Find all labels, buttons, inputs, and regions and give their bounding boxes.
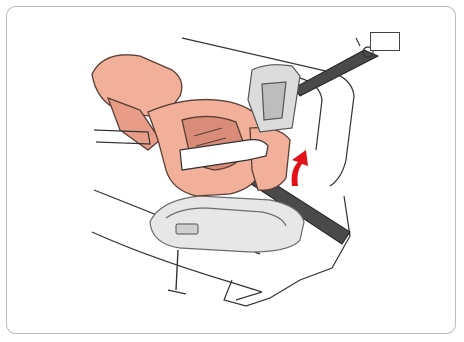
curved-up-arrow-icon (292, 150, 308, 186)
support-leg (168, 250, 186, 294)
callout-label-box (370, 32, 400, 51)
car-seat-rear-shell (248, 65, 300, 132)
car-seat-base (150, 196, 304, 252)
